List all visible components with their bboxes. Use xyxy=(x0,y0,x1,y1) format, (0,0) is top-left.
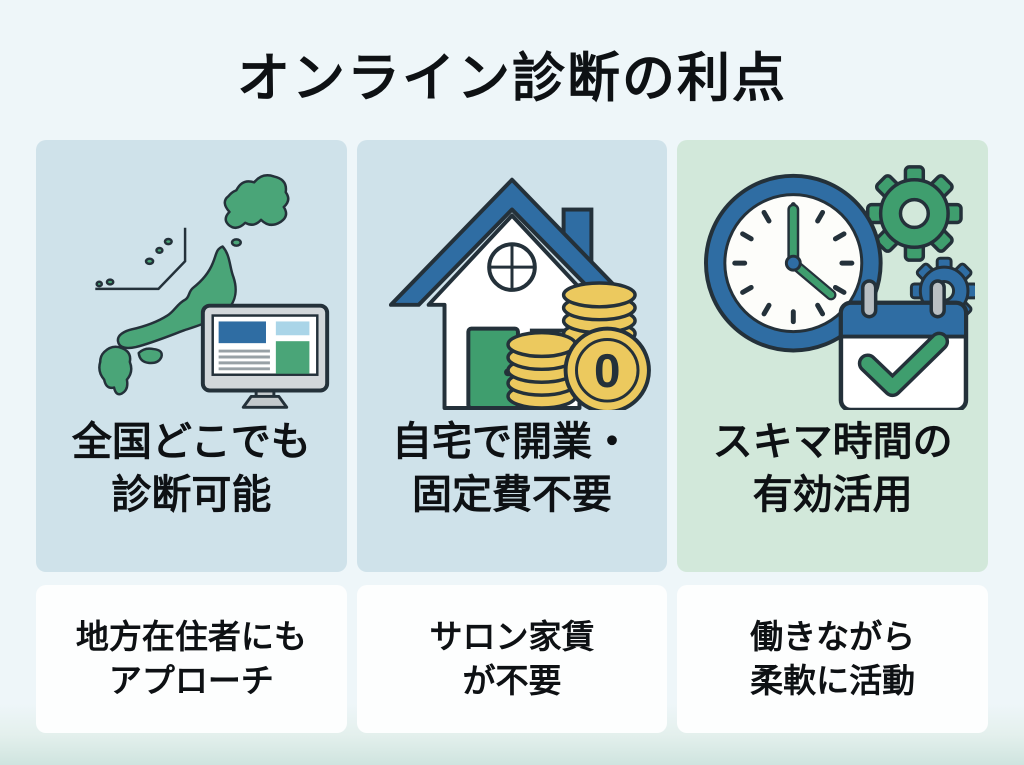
heading-line: 診断可能 xyxy=(111,472,272,517)
detail-text: 働きながら 柔軟に活動 xyxy=(750,615,915,702)
benefit-card-spare-time: スキマ時間の 有効活用 xyxy=(677,140,988,572)
map-inset-line xyxy=(95,227,187,291)
clock-calendar-gears-illustration xyxy=(703,165,975,410)
page-title: オンライン診断の利点 xyxy=(237,49,787,108)
heading-line: 固定費不要 xyxy=(411,472,612,517)
house-coins-illustration: 0 xyxy=(388,177,651,410)
clock-icon xyxy=(703,173,883,353)
detail-text: 地方在住者にも アプローチ xyxy=(76,615,307,702)
clock-calendar-gears-icon xyxy=(691,140,975,412)
detail-line: 働きながら xyxy=(750,618,916,656)
monitor-icon xyxy=(201,303,330,409)
detail-line: 地方在住者にも xyxy=(75,618,307,656)
house-coins-icon: 0 xyxy=(370,140,654,412)
detail-line: が不要 xyxy=(462,662,562,699)
benefit-detail-home-business: サロン家賃 が不要 xyxy=(356,585,668,733)
benefit-card-nationwide: 全国どこでも 診断可能 xyxy=(36,140,347,572)
benefit-detail-spare-time: 働きながら 柔軟に活動 xyxy=(677,585,988,733)
heading-line: 有効活用 xyxy=(752,472,913,517)
calendar-check-icon xyxy=(838,279,968,410)
heading-line: 全国どこでも xyxy=(71,420,311,464)
gear-icon xyxy=(865,165,963,262)
detail-text: サロン家賃 が不要 xyxy=(429,615,594,702)
japan-map-monitor-illustration xyxy=(95,174,330,409)
benefit-heading-spare-time: スキマ時間の 有効活用 xyxy=(713,416,953,522)
zero-coin-label: 0 xyxy=(594,345,621,398)
detail-line: アプローチ xyxy=(108,662,274,699)
benefit-detail-nationwide: 地方在住者にも アプローチ xyxy=(36,585,347,733)
coins-icon: 0 xyxy=(506,281,651,410)
heading-line: スキマ時間の xyxy=(712,420,953,464)
benefit-heading-home-business: 自宅で開業・ 固定費不要 xyxy=(392,416,632,522)
detail-line: 柔軟に活動 xyxy=(750,662,916,699)
benefits-grid: 全国どこでも 診断可能 xyxy=(36,140,988,733)
benefit-card-home-business: 0 自宅で開業・ 固定費不要 xyxy=(356,140,668,572)
heading-line: 自宅で開業・ xyxy=(391,420,632,464)
benefit-heading-nationwide: 全国どこでも 診断可能 xyxy=(72,416,311,522)
detail-line: サロン家賃 xyxy=(429,618,595,656)
japan-map-monitor-icon xyxy=(43,140,339,412)
